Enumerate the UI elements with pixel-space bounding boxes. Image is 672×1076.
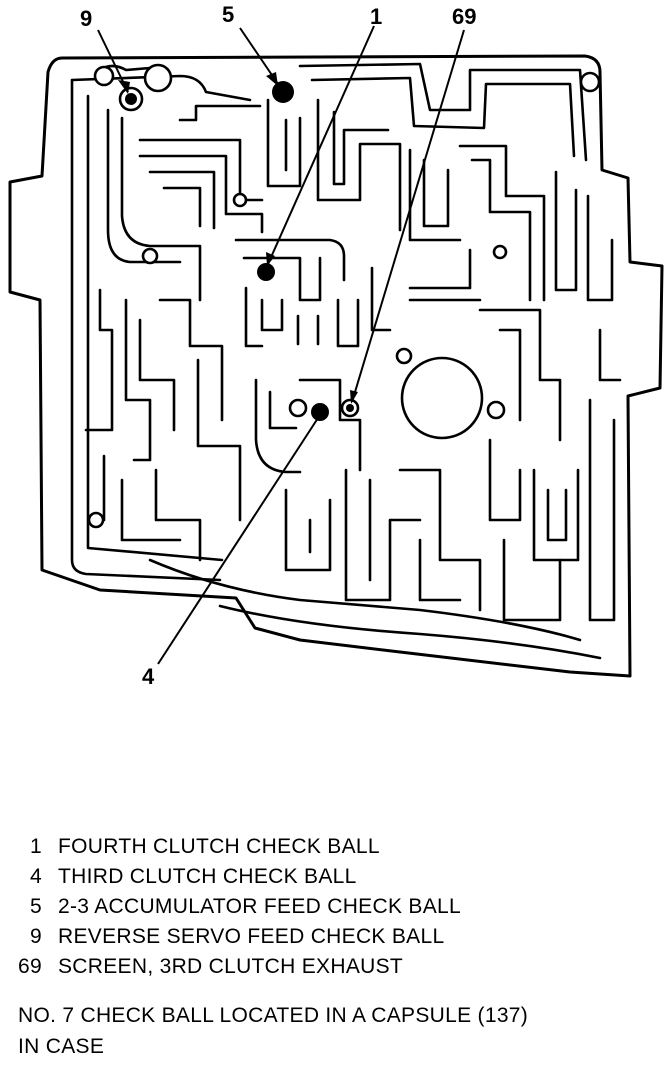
- footnote-line-2: IN CASE: [18, 1035, 105, 1058]
- legend-number: 9: [30, 925, 42, 948]
- legend-label: THIRD CLUTCH CHECK BALL: [58, 865, 357, 888]
- footnote-line-1: NO. 7 CHECK BALL LOCATED IN A CAPSULE (1…: [18, 1004, 529, 1027]
- bolt-hole: [288, 398, 308, 418]
- valve-body-diagram: 9 5 1 69 4: [8, 2, 664, 689]
- arrow-1: [266, 252, 275, 266]
- arrowheads: [118, 72, 358, 404]
- check-ball-9: [125, 93, 137, 105]
- legend-item: 1 FOURTH CLUTCH CHECK BALL: [0, 832, 672, 862]
- check-balls: [125, 81, 354, 421]
- legend-label: REVERSE SERVO FEED CHECK BALL: [58, 925, 445, 948]
- callout-4: 4: [142, 664, 155, 689]
- bolt-hole: [87, 511, 105, 529]
- screen-69-center: [346, 404, 354, 412]
- callout-labels: 9 5 1 69 4: [80, 2, 476, 689]
- bolt-hole: [579, 71, 601, 93]
- legend-number: 5: [30, 895, 42, 918]
- bolt-hole: [93, 65, 115, 87]
- callout-9: 9: [80, 6, 92, 31]
- leader-69: [351, 29, 465, 403]
- legend-number: 4: [30, 865, 42, 888]
- arrow-9: [118, 80, 130, 94]
- legend-item: 9 REVERSE SERVO FEED CHECK BALL: [0, 922, 672, 952]
- callout-69: 69: [452, 4, 476, 29]
- legend-item: 4 THIRD CLUTCH CHECK BALL: [0, 862, 672, 892]
- bolt-hole: [486, 400, 506, 420]
- bolt-hole: [232, 192, 248, 208]
- legend-item: 5 2-3 ACCUMULATOR FEED CHECK BALL: [0, 892, 672, 922]
- arrow-5: [266, 72, 278, 86]
- check-ball-1: [257, 263, 275, 281]
- footnote: NO. 7 CHECK BALL LOCATED IN A CAPSULE (1…: [18, 1000, 658, 1062]
- legend-number: 69: [18, 955, 42, 978]
- arrow-69: [350, 390, 358, 404]
- bolt-hole: [141, 247, 159, 265]
- legend-number: 1: [30, 835, 42, 858]
- check-ball-4: [311, 403, 329, 421]
- leader-4: [157, 417, 319, 665]
- fluid-passages: [70, 62, 622, 660]
- large-bore: [400, 356, 484, 440]
- callout-1: 1: [370, 4, 382, 29]
- callout-5: 5: [222, 2, 234, 27]
- leader-1: [267, 25, 375, 265]
- legend-label: FOURTH CLUTCH CHECK BALL: [58, 835, 380, 858]
- legend-label: SCREEN, 3RD CLUTCH EXHAUST: [58, 955, 404, 978]
- legend-item: 69 SCREEN, 3RD CLUTCH EXHAUST: [0, 952, 672, 982]
- bolt-hole: [143, 63, 173, 93]
- check-ball-5: [272, 81, 294, 103]
- bolt-hole: [492, 244, 508, 260]
- legend-label: 2-3 ACCUMULATOR FEED CHECK BALL: [58, 895, 461, 918]
- bolt-hole: [395, 347, 413, 365]
- bores-and-holes: [87, 63, 601, 529]
